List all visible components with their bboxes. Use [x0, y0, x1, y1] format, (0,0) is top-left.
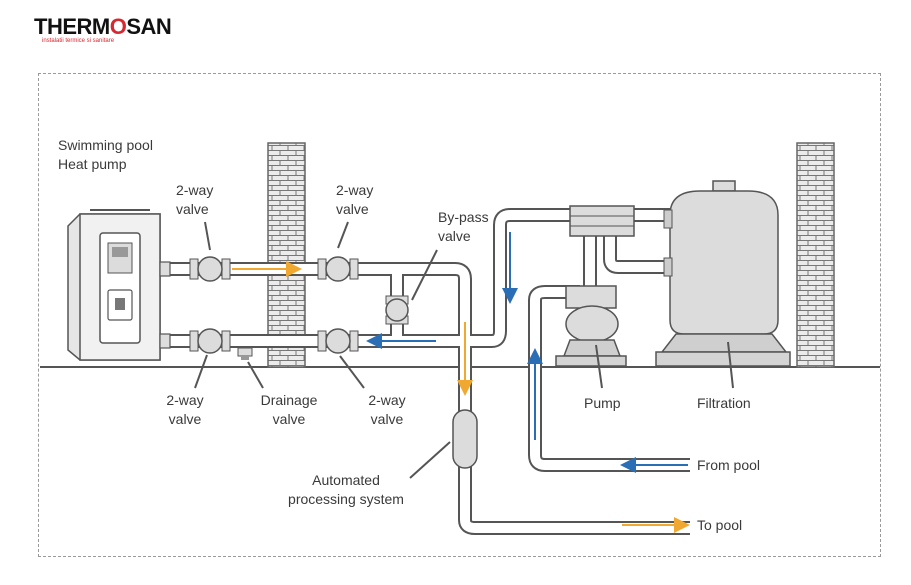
bypass-valve[interactable] — [385, 295, 409, 325]
pump-unit — [555, 285, 627, 367]
flow-arrows — [232, 232, 690, 533]
brick-wall-right — [796, 142, 835, 368]
automated-processing-tank — [452, 409, 478, 469]
brand-tagline: instalatii termice si sanitare — [42, 38, 115, 44]
filtration-tank — [655, 180, 791, 367]
brand-name: THERMOSAN — [34, 14, 172, 39]
valve-bottom-right[interactable] — [317, 328, 359, 354]
label-pump: Pump — [584, 395, 621, 411]
brand-logo: THERMOSAN instalatii termice si sanitare — [34, 14, 174, 48]
valve-top-right[interactable] — [317, 256, 359, 282]
label-to-pool: To pool — [697, 517, 743, 533]
valve-bottom-left[interactable] — [189, 328, 231, 354]
label-filtration: Filtration — [697, 395, 751, 411]
heat-pump-unit — [67, 209, 171, 361]
label-leaders — [194, 221, 734, 479]
drainage-valve[interactable] — [237, 347, 253, 360]
diagram-frame — [38, 73, 881, 557]
pipe-network — [168, 208, 690, 535]
multiport-valve-block — [569, 205, 635, 237]
label-from-pool: From pool — [697, 457, 761, 473]
brick-wall-left — [267, 142, 306, 368]
valve-top-left[interactable] — [189, 256, 231, 282]
